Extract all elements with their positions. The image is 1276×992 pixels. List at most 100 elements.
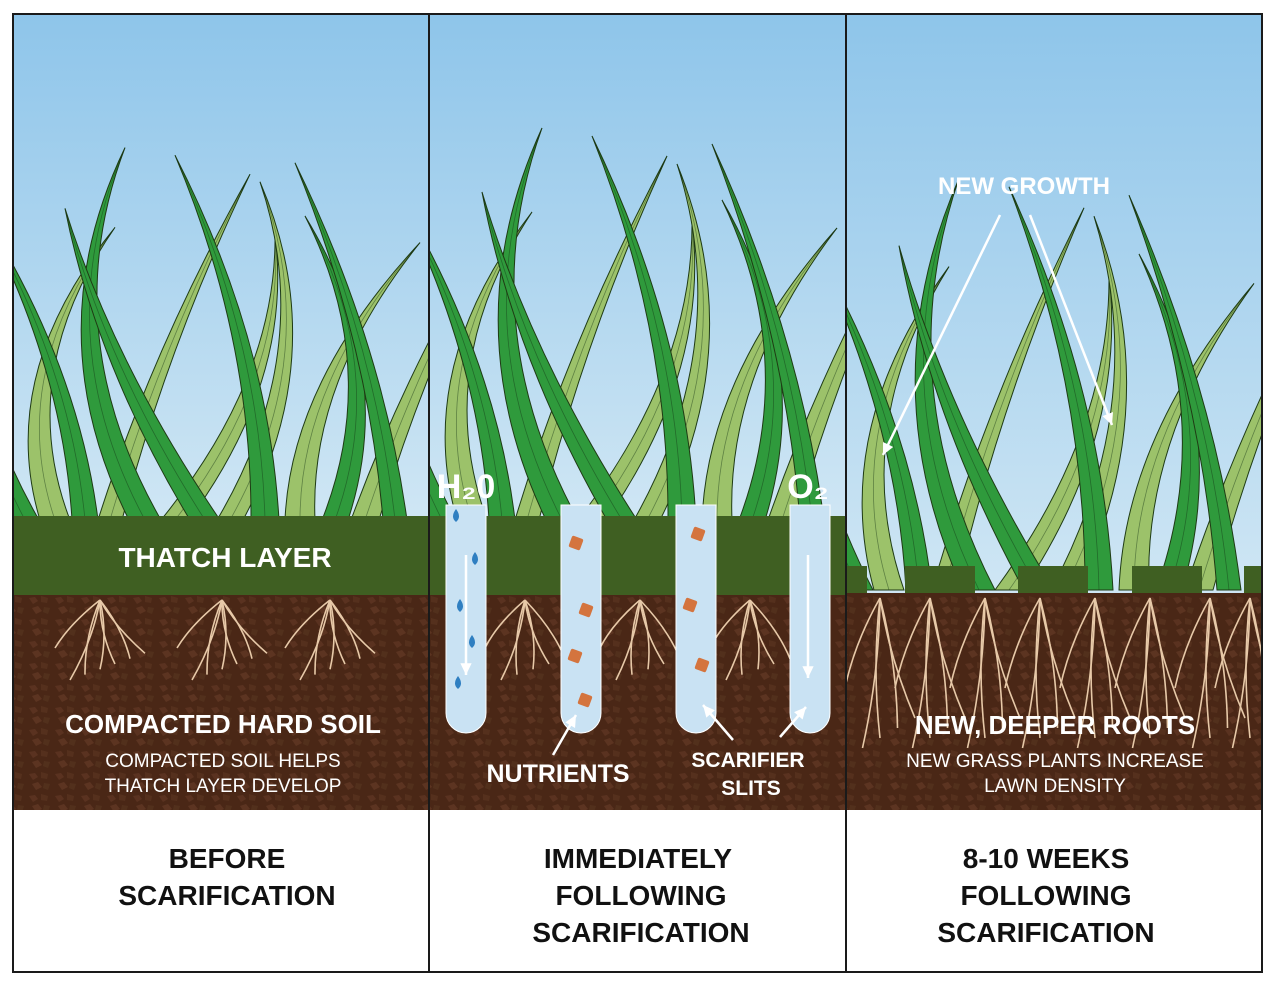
grass-cluster [13, 147, 428, 521]
nutrient-particle [682, 597, 698, 613]
water-drop [469, 635, 475, 648]
blade-vein [847, 314, 920, 591]
root-strand [749, 599, 791, 659]
root-strand [599, 599, 641, 649]
slits-label-line-1: SCARIFIER [691, 749, 804, 772]
growth-pointer-arrow [1028, 214, 1114, 426]
soil-caption-line-2: LAWN DENSITY [984, 776, 1126, 797]
oxygen-flow-arrow-head [802, 666, 814, 678]
soil-title: NEW, DEEPER ROOTS [915, 710, 1195, 740]
grass-blade [13, 468, 40, 521]
grass-blade [481, 191, 638, 521]
caption-immediately-following: IMMEDIATELY FOLLOWING SCARIFICATION [532, 843, 749, 948]
blade-vein [64, 208, 206, 521]
nutrient-particle [578, 602, 594, 618]
water-drops [453, 509, 478, 689]
grass-blade [27, 227, 116, 521]
new-growth-arrows [881, 214, 1114, 456]
caption-line: FOLLOWING [960, 880, 1131, 911]
nutrients-pointer-arrow-head [565, 715, 576, 728]
root-strand [221, 599, 253, 659]
soil-caption-line-1: NEW GRASS PLANTS INCREASE [906, 751, 1204, 772]
frame [12, 13, 1263, 973]
root-strand [749, 599, 775, 665]
blade-vein [1128, 195, 1230, 591]
blade-vein [304, 215, 357, 521]
water-drop [457, 599, 463, 612]
grass-cluster [430, 127, 845, 521]
root-strand [929, 597, 949, 729]
blade-vein [430, 257, 503, 521]
grass-blade [898, 245, 1055, 591]
grass-blade [1128, 194, 1242, 591]
grass-blade [304, 215, 366, 521]
root-strand [54, 599, 101, 649]
root-strand [1039, 597, 1059, 729]
thatch-block [1244, 566, 1262, 594]
root-strand [99, 599, 116, 665]
blade-vein [89, 147, 146, 521]
grass-blade [1138, 253, 1200, 591]
root-strand [1094, 597, 1131, 719]
grass-blade [294, 162, 408, 521]
root-strand [879, 597, 899, 729]
root-strand [524, 599, 550, 665]
thatch-remnants [847, 566, 1262, 594]
grass-blade [284, 242, 421, 521]
root-strand [314, 599, 331, 675]
root-strand [1149, 597, 1186, 719]
root-strand [749, 599, 760, 670]
slit [675, 504, 717, 734]
growth-pointer-arrow [881, 214, 1002, 456]
root-strand [1249, 597, 1262, 656]
grass-blade [861, 266, 950, 591]
panel-8-10-weeks: NEW GROWTH NEW, DEEPER ROOTS NEW GRASS P… [847, 14, 1262, 810]
thatch-block [847, 566, 867, 594]
blade-vein [294, 162, 396, 521]
root-strand [329, 599, 376, 654]
root-strand [1149, 597, 1169, 729]
soil [847, 593, 1262, 810]
slit-pointer-arrow-head [794, 707, 806, 720]
root-strand [299, 599, 331, 681]
thatch-block [905, 566, 975, 594]
root-strand [1214, 597, 1251, 689]
root-strand [484, 599, 526, 649]
root-strand [206, 599, 223, 675]
nutrient-particle [567, 648, 583, 664]
thatch-layer [430, 516, 845, 596]
soil-caption-line-1: COMPACTED SOIL HELPS [105, 751, 340, 772]
root-strand [176, 599, 223, 649]
blade-vein [721, 199, 774, 521]
grass-blade [591, 135, 697, 521]
blade-vein [898, 245, 1040, 591]
soil-title: COMPACTED HARD SOIL [65, 709, 381, 739]
water-drop [472, 552, 478, 565]
blade-vein [1138, 253, 1191, 591]
blade-vein [13, 270, 86, 521]
root-strand [329, 599, 346, 665]
root-strand [1174, 597, 1211, 689]
thatch-layer-label: THATCH LAYER [118, 542, 331, 573]
grass-blade [497, 127, 579, 521]
root-strand [1090, 597, 1096, 739]
flow-arrows [460, 555, 814, 756]
root-strand [1245, 597, 1251, 739]
nutrient-particle [568, 535, 584, 551]
root-strand [1094, 597, 1114, 729]
caption-line: 8-10 WEEKS [963, 843, 1130, 874]
panel-before: THATCH LAYER COMPACTED HARD SOIL COMPACT… [13, 14, 428, 810]
grass-blade [444, 211, 533, 521]
grass-blade [914, 178, 996, 591]
caption-line: FOLLOWING [555, 880, 726, 911]
roots [54, 599, 376, 681]
blade-vein [506, 127, 563, 521]
blade-vein [923, 178, 980, 591]
blade-vein [711, 143, 813, 521]
root-strand [847, 597, 881, 683]
new-growth-label: NEW GROWTH [938, 173, 1110, 200]
soil-caption-line-2: THATCH LAYER DEVELOP [105, 776, 342, 797]
root-strand [1114, 597, 1151, 689]
nutrients-label: NUTRIENTS [486, 760, 629, 788]
root-strand [639, 599, 650, 670]
